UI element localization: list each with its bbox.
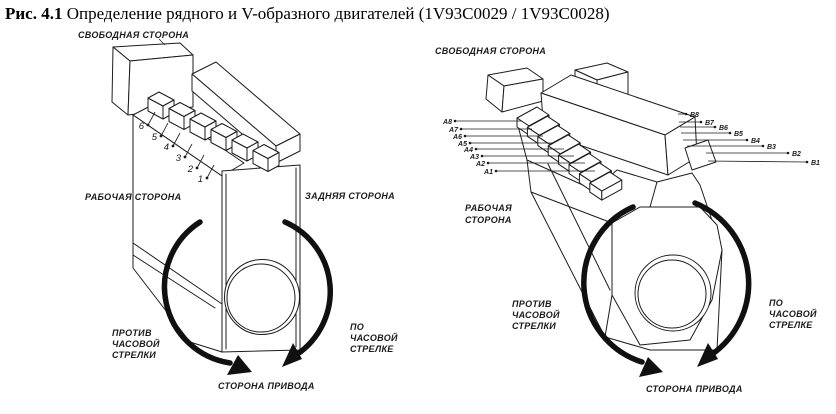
cylinder-label-a: А5 [457, 141, 467, 148]
cylinder-label-a: А2 [475, 161, 485, 168]
bank-b-callouts: В8 В7 В6 В5 В4 В3 В2 В1 [678, 112, 820, 167]
cylinder-callouts: 6 5 4 3 2 1 [139, 111, 215, 185]
inline-engine-diagram: 6 5 4 3 2 1 СВОБОДНАЯ СТОРОНА РАБОЧАЯ СТ… [78, 30, 398, 391]
rotation-arrow-ccw [581, 204, 663, 377]
label-working-side: РАБОЧАЯ СТОРОНА [85, 192, 181, 202]
intake-manifold-beam [540, 74, 698, 176]
cylinder-number: 4 [164, 142, 169, 153]
cylinder-row [147, 91, 280, 172]
label-cw-line3: СТРЕЛКЕ [350, 344, 394, 354]
cylinder-label-b: В4 [751, 138, 760, 145]
cylinder-number: 2 [187, 164, 194, 175]
cylinder-number: 3 [176, 153, 182, 164]
label-free-side: СВОБОДНАЯ СТОРОНА [435, 46, 546, 56]
label-ccw-line1: ПРОТИВ [112, 328, 152, 338]
label-ccw-line3: СТРЕЛКИ [512, 321, 556, 331]
cylinder-label-a: А6 [452, 134, 462, 141]
free-end-box [485, 67, 544, 113]
label-ccw-line2: ЧАСОВОЙ [512, 309, 560, 320]
label-rear-side: ЗАДНЯЯ СТОРОНА [305, 191, 395, 201]
cylinder-block [168, 102, 196, 130]
cylinder-label-b: В2 [792, 151, 801, 158]
cylinder-number: 5 [152, 132, 158, 143]
figure-caption-text: Определение рядного и V-образного двигат… [66, 4, 610, 23]
v-engine-diagram: А8 А7 А6 А5 А4 А3 А2 А1 В8 В7 В6 В5 В4 В… [435, 46, 820, 394]
label-cw-line1: ПО [769, 298, 783, 308]
label-working-side-line2: СТОРОНА [465, 215, 512, 225]
cylinder-label-b: В1 [811, 160, 820, 167]
label-cw-line1: ПО [350, 322, 364, 332]
label-ccw-line2: ЧАСОВОЙ [112, 338, 160, 349]
cylinder-label-a: А4 [463, 147, 473, 154]
cylinder-block [252, 144, 280, 172]
label-drive-side: СТОРОНА ПРИВОДА [646, 384, 743, 394]
rotation-arrow-cw [692, 200, 752, 367]
cylinder-label-b: В7 [705, 120, 715, 127]
cylinder-label-a: А3 [469, 154, 479, 161]
label-working-side-line1: РАБОЧАЯ [465, 203, 512, 213]
flywheel [224, 259, 300, 335]
leader-line [158, 38, 166, 46]
b-bank-corner [684, 139, 717, 171]
cylinder-label-b: В8 [690, 112, 699, 119]
figure-number: Рис. 4.1 [5, 4, 63, 23]
label-ccw-line1: ПРОТИВ [512, 299, 552, 309]
label-cw-line2: ЧАСОВОЙ [350, 332, 398, 343]
cylinder-label-a: А8 [442, 119, 452, 126]
rotation-arrow-ccw [161, 219, 252, 375]
cylinder-block [589, 171, 623, 201]
label-free-side: СВОБОДНАЯ СТОРОНА [78, 30, 189, 40]
cylinder-label-b: В3 [767, 144, 776, 151]
label-drive-side: СТОРОНА ПРИВОДА [218, 381, 315, 391]
cylinder-label-a: А7 [448, 127, 459, 134]
label-cw-line2: ЧАСОВОЙ [769, 308, 817, 319]
label-cw-line3: СТРЕЛКЕ [769, 320, 813, 330]
cylinder-label-b: В5 [734, 131, 743, 138]
rotation-arrow-cw [282, 219, 333, 367]
cylinder-label-a: А1 [483, 169, 493, 176]
figure-caption: Рис. 4.1 Определение рядного и V-образно… [5, 4, 825, 24]
cylinder-number: 1 [198, 174, 203, 185]
bank-a-callouts: А8 А7 А6 А5 А4 А3 А2 А1 [442, 119, 595, 176]
cylinder-number: 6 [139, 121, 145, 132]
free-end-box [111, 42, 194, 116]
flywheel [634, 254, 712, 332]
cylinder-label-b: В6 [719, 125, 728, 132]
label-ccw-line3: СТРЕЛКИ [112, 350, 156, 360]
